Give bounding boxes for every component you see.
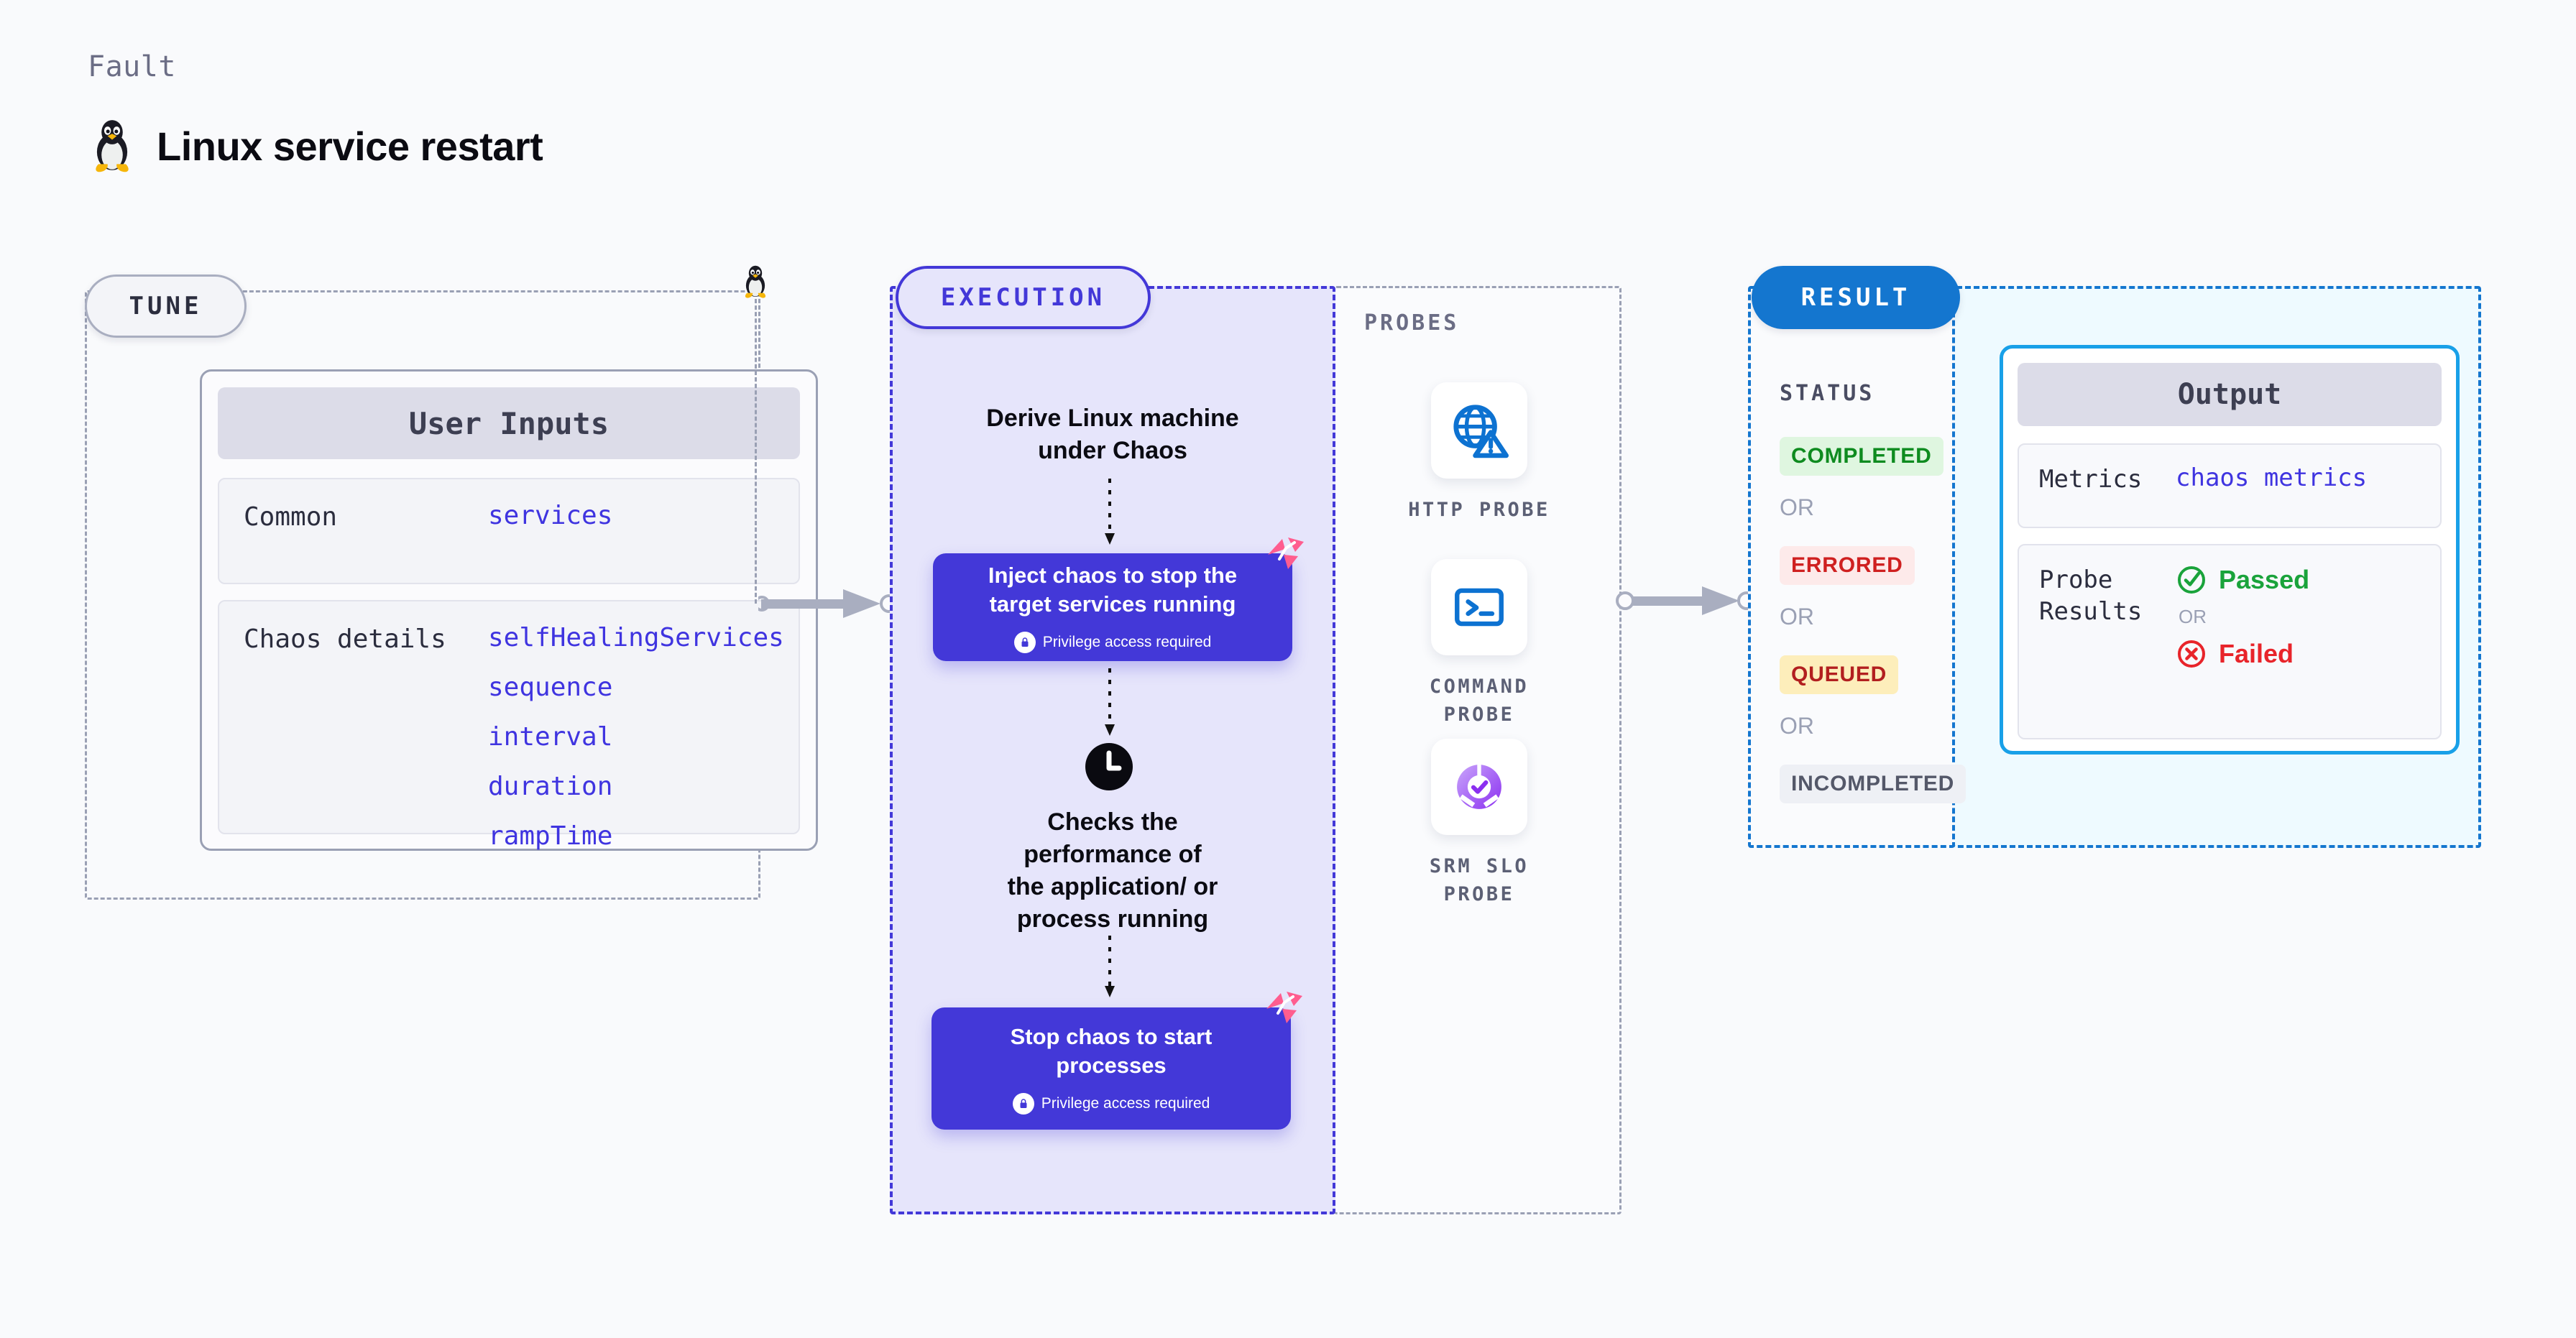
probe-http[interactable]: HTTP PROBE: [1393, 382, 1565, 524]
probe-result-failed-label: Failed: [2219, 639, 2294, 668]
user-inputs-card: User Inputs Common services Chaos detail…: [200, 369, 818, 851]
result-pill[interactable]: RESULT: [1752, 266, 1960, 329]
probe-result-passed-label: Passed: [2219, 565, 2310, 594]
tune-row-chaos-details: Chaos details selfHealingServices sequen…: [218, 600, 800, 851]
status-badge-queued: QUEUED: [1780, 655, 1899, 694]
dotted-arrow-2: [1105, 668, 1115, 736]
tune-panel: TUNE User Inputs Common services Chaos d…: [85, 274, 818, 900]
tune-value-duration[interactable]: duration: [488, 772, 613, 801]
tune-row-common: Common services: [218, 478, 800, 584]
probe-srm-slo[interactable]: SRM SLO PROBE: [1393, 739, 1565, 908]
page-title-text: Linux service restart: [157, 123, 543, 169]
tune-value-ramptime[interactable]: rampTime: [488, 821, 613, 851]
linux-tux-icon: [96, 120, 129, 172]
harness-logo-icon: [1266, 992, 1302, 1023]
slo-donut-check-icon: [1431, 739, 1527, 835]
output-probe-results-key: Probe Results: [2039, 566, 2143, 627]
output-row-probe-results: Probe Results Passed OR: [2018, 544, 2442, 739]
clock-icon: [1085, 743, 1133, 790]
execution-block1-note: Privilege access required: [1013, 632, 1212, 654]
connector-execution-to-result: [1616, 586, 1756, 615]
output-row-metrics: Metrics chaos metrics: [2018, 443, 2442, 528]
probe-result-or: OR: [2179, 606, 2207, 627]
probe-command[interactable]: COMMAND PROBE: [1393, 559, 1565, 729]
probe-result-failed: Failed: [2176, 638, 2309, 670]
globe-warning-icon: [1431, 382, 1527, 479]
probe-srm-slo-label: SRM SLO PROBE: [1429, 855, 1530, 906]
status-or-3: OR: [1780, 713, 1814, 739]
status-badge-errored: ERRORED: [1780, 546, 1915, 585]
status-badge-incompleted: INCOMPLETED: [1780, 765, 1966, 803]
status-or-2: OR: [1780, 604, 1814, 629]
tune-value-sequence[interactable]: sequence: [488, 673, 613, 702]
lock-icon: [1013, 632, 1036, 654]
tune-value-interval[interactable]: interval: [488, 722, 613, 752]
result-panel: RESULT STATUS COMPLETED OR ERRORED OR QU…: [1748, 266, 2481, 862]
output-metrics-key: Metrics: [2039, 465, 2143, 494]
execution-block1-note-text: Privilege access required: [1042, 634, 1212, 651]
dotted-arrow-3: [1105, 936, 1115, 997]
tune-row-chaos-key: Chaos details: [244, 624, 446, 654]
tune-right-dashed-line: [755, 299, 757, 604]
output-probe-results-values: Passed OR Failed: [2176, 564, 2309, 670]
tune-row-common-key: Common: [244, 502, 338, 532]
output-metrics-value[interactable]: chaos metrics: [2176, 463, 2368, 492]
page-title: Linux service restart: [88, 119, 543, 173]
execution-block-inject-chaos[interactable]: Inject chaos to stop the target services…: [933, 537, 1304, 661]
execution-step-derive: Derive Linux machine under Chaos: [986, 405, 1239, 464]
status-label: STATUS: [1780, 381, 1875, 406]
lock-icon: [1012, 1093, 1034, 1115]
tune-value-services[interactable]: services: [488, 501, 613, 530]
check-circle-icon: [2178, 566, 2205, 594]
probe-command-label: COMMAND PROBE: [1429, 675, 1530, 726]
tune-value-selfhealingservices[interactable]: selfHealingServices: [488, 623, 784, 652]
output-card: Output Metrics chaos metrics Probe Resul…: [2000, 345, 2460, 755]
connector-tune-to-execution: [758, 589, 898, 618]
dotted-arrow-1: [1105, 479, 1115, 545]
x-circle-icon: [2178, 640, 2205, 668]
terminal-icon: [1431, 559, 1527, 655]
tune-row-common-values: services: [488, 501, 612, 530]
probe-result-passed: Passed: [2176, 564, 2309, 596]
execution-pill[interactable]: EXECUTION: [896, 266, 1151, 329]
user-inputs-title: User Inputs: [218, 387, 800, 459]
linux-tux-icon-connector: [745, 265, 766, 298]
execution-block2-note: Privilege access required: [1012, 1093, 1210, 1115]
fault-kicker: Fault: [88, 50, 176, 83]
execution-panel: EXECUTION PROBES Derive Linux machine un…: [890, 266, 1623, 1243]
execution-block2-title: Stop chaos to start processes: [1010, 1023, 1213, 1078]
output-title: Output: [2018, 363, 2442, 426]
execution-step-checks: Checks the performance of the applicatio…: [1007, 808, 1218, 933]
tune-row-chaos-values: selfHealingServices sequence interval du…: [488, 623, 784, 851]
probes-label: PROBES: [1364, 310, 1460, 336]
execution-block-stop-chaos[interactable]: Stop chaos to start processes Privilege …: [932, 992, 1302, 1130]
status-or-1: OR: [1780, 494, 1814, 520]
harness-logo-icon: [1268, 537, 1304, 569]
tune-pill[interactable]: TUNE: [85, 274, 247, 338]
status-badge-completed: COMPLETED: [1780, 437, 1944, 476]
execution-block1-title: Inject chaos to stop the target services…: [988, 562, 1238, 617]
execution-block2-note-text: Privilege access required: [1041, 1095, 1210, 1112]
probe-http-label: HTTP PROBE: [1408, 499, 1550, 521]
